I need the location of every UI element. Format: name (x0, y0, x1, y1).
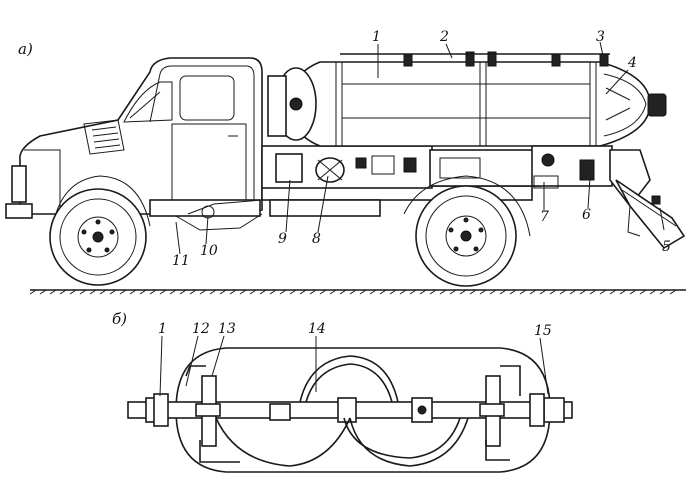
callout-11: 11 (172, 253, 190, 269)
leader-lines-tank (159, 335, 549, 397)
panel-b-label: б) (112, 310, 128, 328)
equipment-housing (261, 145, 541, 189)
discharge-unit (531, 145, 686, 250)
leader-lines-truck (175, 41, 665, 255)
tank (267, 51, 667, 147)
tank-callout-14: 14 (308, 321, 326, 337)
tank-section-drawing (127, 335, 573, 473)
callout-1: 1 (372, 29, 381, 45)
callout-10: 10 (200, 243, 218, 259)
tank-callout-1: 1 (158, 321, 167, 337)
callout-9: 9 (278, 231, 287, 247)
callout-4: 4 (628, 55, 637, 71)
tank-callout-15: 15 (534, 323, 552, 339)
ground-line (29, 289, 686, 295)
tank-callout-13: 13 (218, 321, 236, 337)
panel-a-label: а) (18, 40, 33, 58)
tank-callout-12: 12 (192, 321, 210, 337)
rear-wheel (403, 175, 531, 287)
callout-3: 3 (596, 29, 605, 45)
callout-6: 6 (582, 207, 591, 223)
truck-cab (5, 57, 263, 231)
truck-drawing (5, 41, 686, 295)
callout-5: 5 (662, 239, 671, 255)
callout-8: 8 (312, 231, 321, 247)
front-wheel (49, 175, 151, 286)
callout-2: 2 (440, 29, 449, 45)
callout-7: 7 (540, 209, 549, 225)
